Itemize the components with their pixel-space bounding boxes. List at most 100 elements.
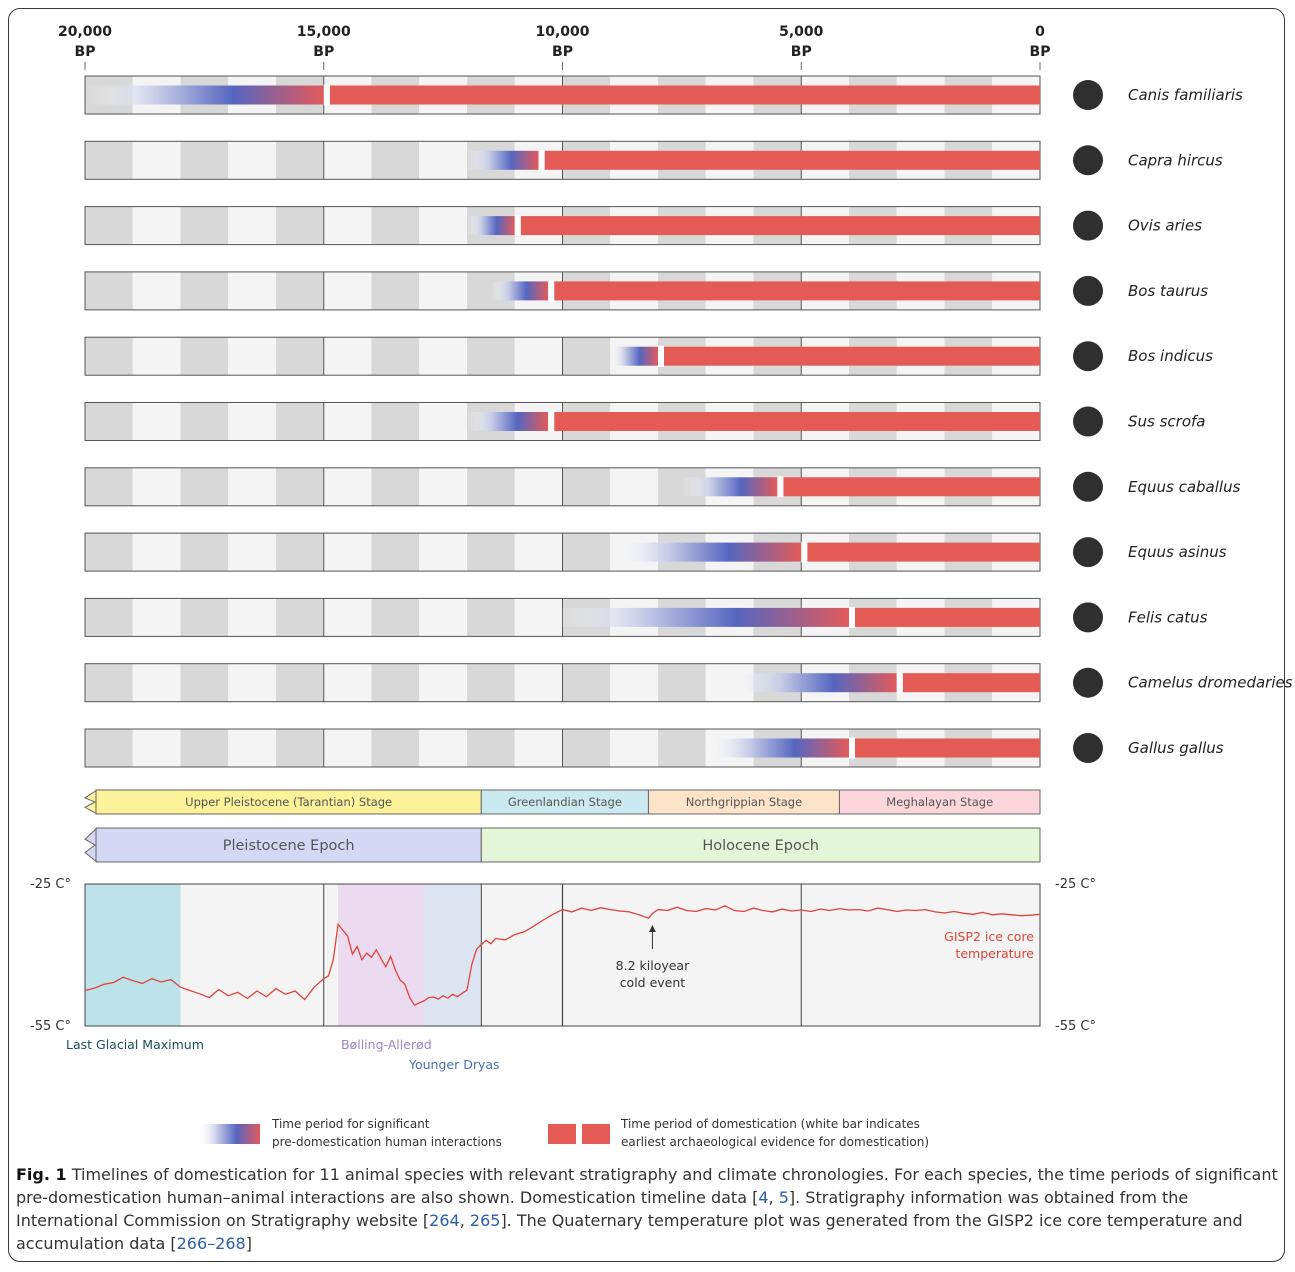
stage-box (480, 789, 649, 815)
axis-tick-unit: BP (552, 44, 573, 60)
reference-link[interactable]: 264 (429, 1211, 460, 1230)
interaction-bar (610, 542, 802, 562)
timeline-cell (323, 467, 372, 506)
timeline-cell (562, 467, 611, 506)
caption-text: Timelines of domestication for 11 animal… (16, 1165, 1278, 1207)
cow-silhouette-icon (1073, 275, 1103, 306)
timeline-cell (85, 206, 133, 245)
timeline-cell (371, 663, 420, 702)
reference-link[interactable]: 266–268 (176, 1234, 246, 1253)
domestication-bar (664, 346, 1040, 366)
interaction-bar (467, 150, 539, 170)
legend-label: earliest archaeological evidence for dom… (621, 1135, 929, 1149)
timeline-cell (514, 729, 563, 767)
last-glacial-maximum-label: Last Glacial Maximum (66, 1037, 204, 1052)
earliest-evidence-marker (538, 149, 545, 171)
timeline-cell (419, 337, 467, 376)
earliest-evidence-marker (896, 672, 903, 694)
timeline-cell (658, 729, 706, 767)
timeline-cell (371, 467, 420, 506)
temperature-plot-frame (84, 883, 1041, 1027)
legend-red-swatch (548, 1124, 576, 1144)
donkey-silhouette-icon (1073, 537, 1103, 568)
timeline-cell (276, 402, 324, 441)
epoch-box (480, 827, 1041, 863)
timeline-cell (132, 271, 181, 310)
stage-label: Northgrippian Stage (686, 795, 802, 809)
timeline-cell (658, 663, 706, 702)
legend-gradient-swatch (198, 1124, 260, 1144)
timeline-cell (180, 663, 229, 702)
epoch: Pleistocene Epoch (84, 827, 482, 863)
timeline-cell (228, 663, 276, 702)
cold-event-label: cold event (620, 975, 686, 990)
timeline-cell (276, 337, 324, 376)
axis-tick-unit: BP (313, 44, 334, 60)
timeline-cell (276, 206, 324, 245)
timeline-cell (419, 402, 467, 441)
bolling-allerod-label: Bølling-Allerød (341, 1037, 432, 1052)
domestication-bar (783, 477, 1040, 497)
temperature-axis-max-left: -25 C° (30, 877, 71, 892)
earliest-evidence-marker (777, 476, 784, 498)
timeline-cell (180, 467, 229, 506)
timeline-cell (467, 337, 515, 376)
climate-period-shade (424, 884, 482, 1026)
timeline-cell (228, 206, 276, 245)
interaction-bar (705, 738, 849, 758)
timeline-cell (562, 729, 611, 767)
timeline-cell (85, 141, 133, 180)
timeline-cell (132, 729, 181, 767)
timeline-cell (132, 663, 181, 702)
reference-link[interactable]: 5 (778, 1188, 789, 1207)
interaction-bar (467, 412, 549, 431)
species-row: Bos taurus (84, 271, 1208, 311)
species-row: Felis catus (84, 597, 1208, 637)
species-row: Sus scrofa (84, 402, 1206, 441)
species-name: Felis catus (1128, 608, 1208, 626)
timeline-cell (371, 206, 420, 245)
epoch: Holocene Epoch (480, 827, 1041, 863)
timeline-cell (180, 271, 229, 310)
timeline-cell (228, 402, 276, 441)
timeline-cell (514, 337, 563, 376)
timeline-cell (323, 598, 372, 637)
timeline-cell (610, 467, 658, 506)
truncation-zigzag (83, 789, 99, 815)
domestication-bar (554, 281, 1040, 301)
legend-label: pre-domestication human interactions (272, 1135, 502, 1149)
earliest-evidence-marker (849, 737, 855, 759)
timeline-cell (276, 467, 324, 506)
species-name: Bos taurus (1128, 282, 1208, 300)
reference-link[interactable]: 265 (469, 1211, 501, 1230)
stage: Greenlandian Stage (480, 789, 649, 815)
timeline-cell (180, 729, 229, 767)
temperature-series-label: GISP2 ice core (944, 929, 1034, 944)
timeline-cell (323, 271, 372, 310)
epoch-label: Pleistocene Epoch (223, 838, 355, 854)
sheep-silhouette-icon (1073, 210, 1103, 241)
stage-box (838, 789, 1041, 815)
timeline-cell (323, 663, 372, 702)
earliest-evidence-marker (323, 84, 330, 106)
stage-box (647, 789, 840, 815)
timeline-cell (276, 729, 324, 767)
legend-red-swatch (582, 1124, 610, 1144)
timeline-cell (371, 271, 420, 310)
interaction-bar (681, 477, 778, 497)
legend-label: Time period of domestication (white bar … (620, 1117, 920, 1131)
axis-tick-unit: BP (791, 44, 812, 60)
stage-label: Meghalayan Stage (886, 795, 993, 809)
domestication-bar (855, 738, 1040, 758)
temperature-axis-max-right: -25 C° (1055, 877, 1096, 892)
timeline-cell (371, 402, 420, 441)
caption-text: ]. The Quaternary temperature plot was g… (16, 1211, 1243, 1253)
timeline-cell (85, 402, 133, 441)
timeline-cell (132, 467, 181, 506)
younger-dryas-label: Younger Dryas (408, 1057, 500, 1072)
timeline-cell (228, 729, 276, 767)
timeline-cell (323, 402, 372, 441)
timeline-cell (419, 271, 467, 310)
reference-link[interactable]: 4 (758, 1188, 769, 1207)
interaction-bar (85, 85, 324, 105)
